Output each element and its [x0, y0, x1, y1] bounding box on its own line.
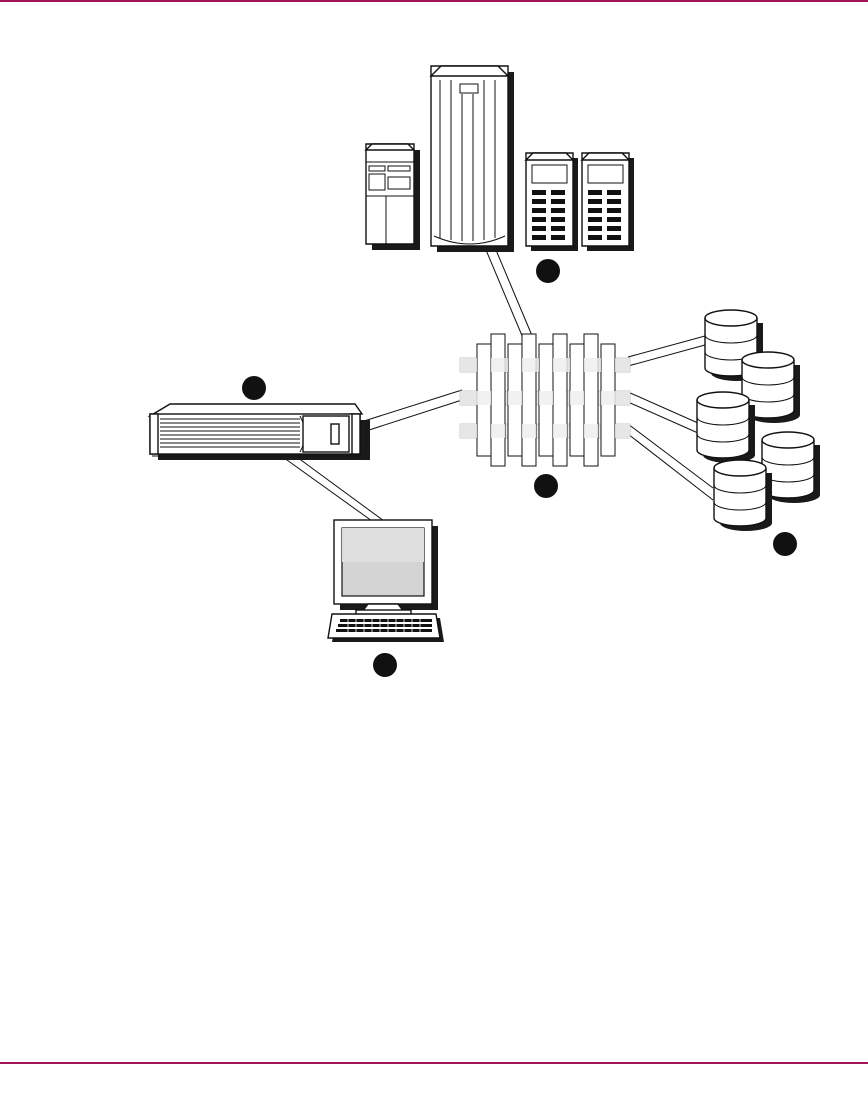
disk-stack-5 — [714, 460, 772, 531]
rack-server-1 — [526, 153, 578, 251]
callout-storage — [773, 532, 797, 556]
host-servers — [366, 66, 634, 252]
storage-management-appliance — [150, 404, 370, 460]
disk-stack-3 — [697, 392, 755, 463]
management-workstation — [328, 520, 444, 642]
callout-fabric — [534, 474, 558, 498]
cable-servers-fabric — [486, 250, 533, 338]
cable-fabric-storage-1 — [628, 336, 705, 366]
callout-servers — [536, 259, 560, 283]
cabinet-server — [431, 66, 514, 252]
rack-server-2 — [582, 153, 634, 251]
fibre-channel-fabric — [460, 334, 630, 466]
cable-appliance-fabric — [364, 390, 462, 431]
cable-fabric-storage-2 — [628, 392, 698, 433]
storage-arrays — [697, 310, 820, 531]
callout-workstation — [373, 653, 397, 677]
footer-rule — [0, 1062, 868, 1064]
cable-appliance-workstation — [280, 452, 384, 521]
tower-server — [366, 144, 420, 250]
callout-appliance — [242, 376, 266, 400]
